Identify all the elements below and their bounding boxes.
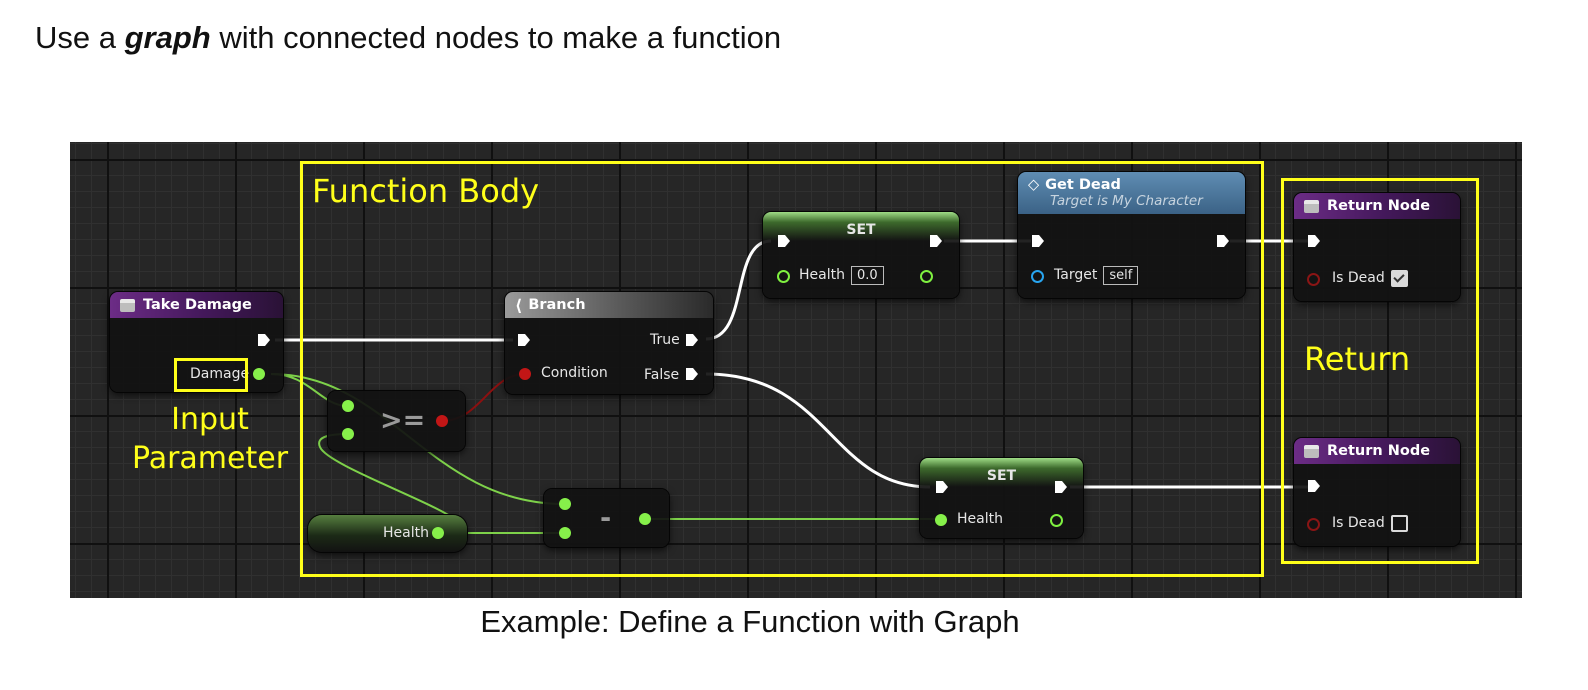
return-bottom-exec-in-pin[interactable] bbox=[1307, 479, 1321, 493]
branch-condition-pin[interactable] bbox=[519, 368, 531, 380]
return-bottom-title: Return Node bbox=[1327, 443, 1431, 459]
branch-icon: ⟨ bbox=[515, 295, 523, 315]
slide-heading: Use a graph with connected nodes to make… bbox=[35, 20, 782, 55]
get-dead-exec-out-pin[interactable] bbox=[1216, 234, 1230, 248]
set-bottom-exec-in-pin[interactable] bbox=[935, 480, 949, 494]
subtract-node[interactable]: - bbox=[544, 489, 669, 547]
get-dead-target-value[interactable]: self bbox=[1103, 266, 1139, 285]
return-node-top[interactable]: Return Node Is Dead bbox=[1294, 193, 1460, 301]
return-bottom-isdead-label: Is Dead bbox=[1332, 515, 1385, 531]
get-dead-subtitle: Target is My Character bbox=[1050, 193, 1203, 209]
branch-true-pin[interactable] bbox=[685, 333, 699, 347]
compare-input-b-pin[interactable] bbox=[342, 428, 354, 440]
get-dead-exec-in-pin[interactable] bbox=[1031, 234, 1045, 248]
branch-false-label: False bbox=[644, 367, 680, 383]
return-top-isdead-pin[interactable] bbox=[1307, 273, 1320, 286]
set-bottom-exec-out-pin[interactable] bbox=[1054, 480, 1068, 494]
branch-title: Branch bbox=[528, 297, 586, 313]
take-damage-title: Take Damage bbox=[143, 297, 252, 313]
set-top-title: SET bbox=[763, 212, 959, 246]
blueprint-graph[interactable]: Take Damage Damage >= Health - ⟨ Branch T… bbox=[70, 142, 1522, 598]
input-parameter-label: Input Parameter bbox=[131, 402, 289, 476]
health-getter-node[interactable]: Health bbox=[308, 515, 467, 552]
exec-out-pin[interactable] bbox=[257, 333, 271, 347]
damage-pin[interactable] bbox=[253, 368, 265, 380]
set-bottom-health-out-pin[interactable] bbox=[1050, 514, 1063, 527]
return-label: Return bbox=[1304, 340, 1411, 378]
health-getter-pin[interactable] bbox=[432, 527, 444, 539]
set-top-exec-in-pin[interactable] bbox=[777, 234, 791, 248]
set-bottom-health-label: Health bbox=[957, 511, 1003, 527]
subtract-input-b-pin[interactable] bbox=[559, 527, 571, 539]
return-top-title: Return Node bbox=[1327, 198, 1431, 214]
set-top-health-value[interactable]: 0.0 bbox=[850, 266, 884, 285]
return-bottom-isdead-pin[interactable] bbox=[1307, 518, 1320, 531]
function-icon bbox=[120, 298, 135, 312]
branch-condition-label: Condition bbox=[541, 365, 608, 381]
branch-true-label: True bbox=[650, 332, 680, 348]
return-top-isdead-checkbox[interactable] bbox=[1391, 270, 1408, 287]
pure-function-icon: ◇ bbox=[1028, 177, 1040, 193]
compare-node[interactable]: >= bbox=[328, 391, 465, 451]
branch-false-pin[interactable] bbox=[685, 367, 699, 381]
function-icon bbox=[1304, 199, 1319, 213]
set-health-bottom-node[interactable]: SET Health bbox=[920, 458, 1083, 538]
function-icon bbox=[1304, 444, 1319, 458]
return-node-bottom[interactable]: Return Node Is Dead bbox=[1294, 438, 1460, 546]
figure-caption: Example: Define a Function with Graph bbox=[480, 604, 1020, 639]
exec-wire-true-set bbox=[705, 239, 772, 341]
return-top-isdead-label: Is Dead bbox=[1332, 270, 1385, 286]
return-top-exec-in-pin[interactable] bbox=[1307, 234, 1321, 248]
compare-output-pin[interactable] bbox=[436, 415, 448, 427]
take-damage-node[interactable]: Take Damage Damage bbox=[110, 292, 283, 392]
function-body-label: Function Body bbox=[312, 172, 540, 210]
set-top-health-out-pin[interactable] bbox=[920, 270, 933, 283]
damage-pin-label: Damage bbox=[190, 366, 250, 382]
return-bottom-isdead-checkbox[interactable] bbox=[1391, 515, 1408, 532]
get-dead-title: Get Dead bbox=[1045, 177, 1121, 193]
branch-node[interactable]: ⟨ Branch True Condition False bbox=[505, 292, 713, 394]
branch-exec-in-pin[interactable] bbox=[517, 333, 531, 347]
get-dead-target-pin[interactable] bbox=[1031, 270, 1044, 283]
set-bottom-health-in-pin[interactable] bbox=[935, 514, 947, 526]
subtract-output-pin[interactable] bbox=[639, 513, 651, 525]
subtract-operator: - bbox=[600, 503, 612, 534]
subtract-input-a-pin[interactable] bbox=[559, 498, 571, 510]
set-top-health-in-pin[interactable] bbox=[777, 270, 790, 283]
compare-input-a-pin[interactable] bbox=[342, 400, 354, 412]
compare-operator: >= bbox=[380, 405, 426, 436]
heading-emphasis: graph bbox=[124, 20, 211, 55]
health-getter-label: Health bbox=[383, 525, 429, 541]
exec-wire-false-set bbox=[705, 372, 931, 489]
set-top-exec-out-pin[interactable] bbox=[929, 234, 943, 248]
